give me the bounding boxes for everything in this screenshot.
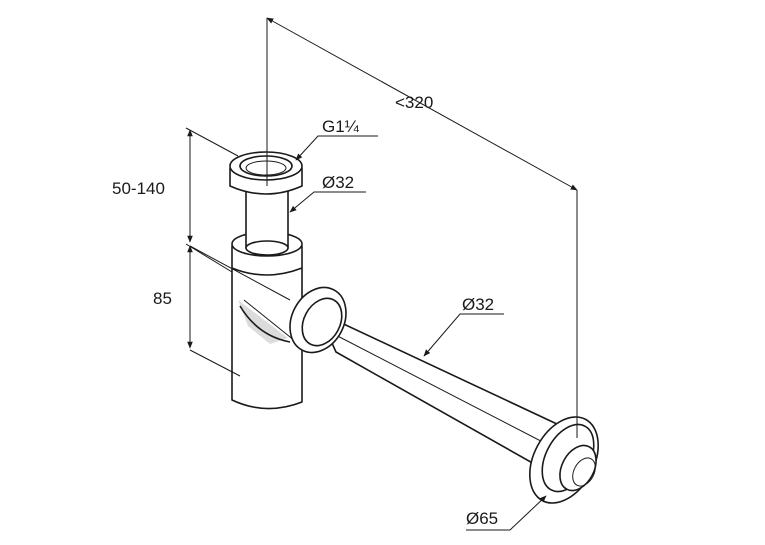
bottle-height-label: 85 (153, 289, 172, 308)
threaded-nut (229, 151, 303, 195)
upper-tube (245, 189, 289, 256)
wall-rosette (529, 416, 599, 504)
siphon-part (229, 151, 599, 504)
thread-label: G1¼ (322, 117, 360, 136)
dimension-lines (185, 17, 578, 531)
adjust-height-label: 50-140 (112, 179, 165, 198)
horizontal-tube-diameter-label: Ø32 (462, 295, 494, 314)
bottle-body (231, 231, 303, 410)
rosette-diameter-label: Ø65 (466, 509, 498, 528)
total-length-label: <320 (395, 93, 433, 112)
upper-tube-diameter-label: Ø32 (322, 173, 354, 192)
tube-collar (289, 286, 347, 354)
